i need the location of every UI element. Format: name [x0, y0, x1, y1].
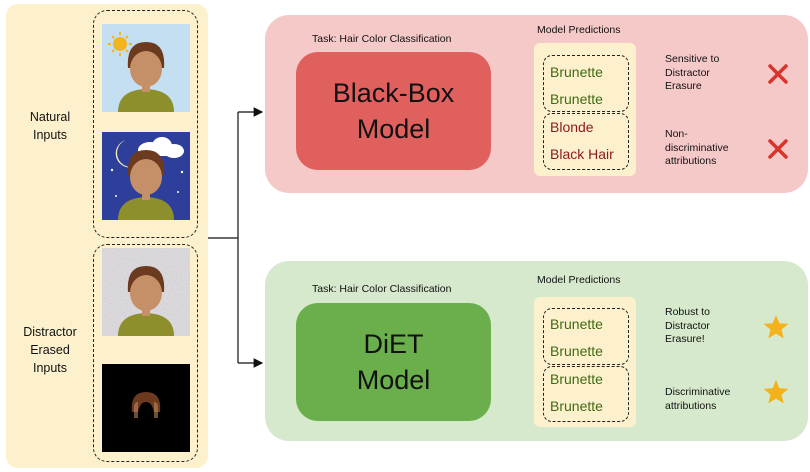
bottom-prediction-3: Brunette — [550, 371, 603, 387]
top-predictions-title: Model Predictions — [537, 24, 621, 36]
bottom-note-robust: Robust to Distractor Erasure! — [665, 306, 710, 345]
sun-icon — [108, 32, 132, 56]
bottom-prediction-1: Brunette — [550, 316, 603, 332]
bottom-prediction-2: Brunette — [550, 343, 603, 359]
natural-inputs-label: Natural Inputs — [29, 110, 71, 142]
top-prediction-3: Blonde — [550, 119, 594, 135]
cross-icon — [768, 64, 788, 84]
top-prediction-1: Brunette — [550, 64, 603, 80]
bottom-natural-predictions-group — [543, 308, 629, 365]
diet-model: DiET Model — [296, 303, 491, 421]
erased-inputs-group — [93, 244, 198, 462]
top-erased-predictions-group — [543, 113, 629, 170]
top-note-attributions: Non- discriminative attributions — [665, 128, 729, 167]
bottom-predictions-title: Model Predictions — [537, 274, 621, 286]
black-box-model: Black-Box Model — [296, 52, 491, 170]
natural-input-image-night — [102, 132, 190, 220]
cross-icon — [768, 139, 788, 159]
star-icon — [763, 315, 789, 339]
top-note-sensitive: Sensitive to Distractor Erasure — [665, 53, 720, 92]
top-task-label: Task: Hair Color Classification — [312, 33, 452, 45]
stars-icon — [110, 168, 184, 197]
top-prediction-2: Brunette — [550, 91, 603, 107]
bottom-task-label: Task: Hair Color Classification — [312, 283, 452, 295]
bottom-prediction-4: Brunette — [550, 398, 603, 414]
star-icon — [763, 380, 789, 404]
erased-input-image-mask — [102, 364, 190, 452]
top-prediction-4: Black Hair — [550, 146, 614, 162]
bottom-erased-predictions-group — [543, 366, 629, 422]
top-natural-predictions-group — [543, 55, 629, 112]
natural-inputs-group — [93, 10, 198, 238]
erased-input-image-noise — [102, 248, 190, 336]
natural-input-image-sun — [102, 24, 190, 112]
bottom-note-attributions: Discriminative attributions — [665, 386, 731, 412]
erased-inputs-label: Distractor Erased Inputs — [23, 325, 77, 375]
